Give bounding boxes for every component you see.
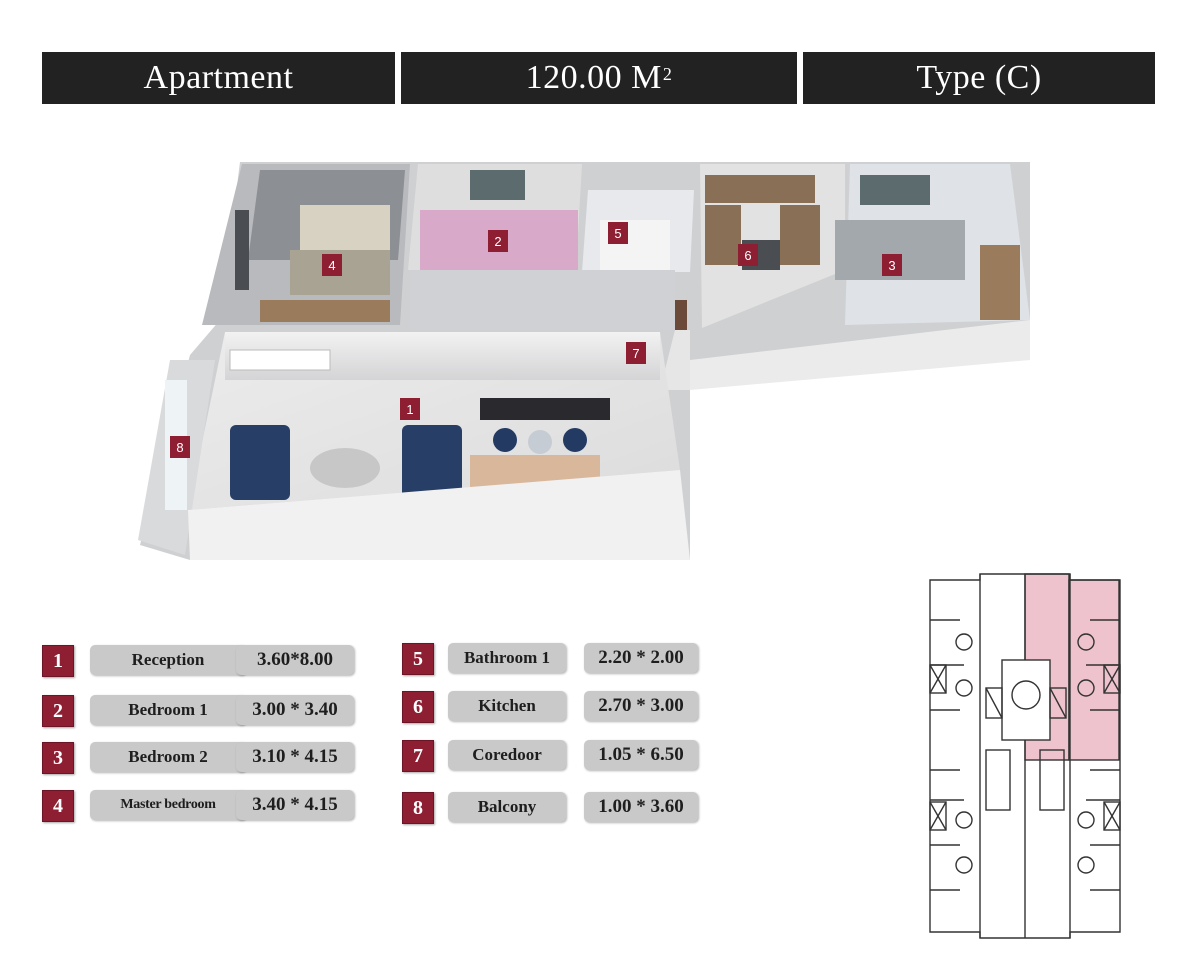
legend-room-name: Coredoor xyxy=(448,740,566,770)
plan-marker-5: 5 xyxy=(608,222,628,244)
type-label: Type (C) xyxy=(916,59,1042,96)
legend-number: 7 xyxy=(402,740,434,772)
legend-number: 8 xyxy=(402,792,434,824)
svg-text:5: 5 xyxy=(614,226,621,241)
legend-room-size: 1.00 * 3.60 xyxy=(584,792,698,822)
legend-number: 2 xyxy=(42,695,74,727)
plan-marker-6: 6 xyxy=(738,244,758,266)
legend-room-name: Reception xyxy=(90,645,246,675)
legend-room-size: 3.60*8.00 xyxy=(236,645,354,675)
type-header: Type (C) xyxy=(803,52,1155,104)
legend-room-size: 2.20 * 2.00 xyxy=(584,643,698,673)
key-plan xyxy=(929,573,1121,939)
legend-room-name: Bedroom 1 xyxy=(90,695,246,725)
plan-marker-7: 7 xyxy=(626,342,646,364)
apartment-label: Apartment xyxy=(143,59,294,96)
area-value: 120.00 M xyxy=(525,59,662,96)
legend-room-size: 3.40 * 4.15 xyxy=(236,790,354,820)
plan-marker-1: 1 xyxy=(400,398,420,420)
legend-room-size: 3.00 * 3.40 xyxy=(236,695,354,725)
svg-text:6: 6 xyxy=(744,248,751,263)
legend-room-size: 3.10 * 4.15 xyxy=(236,742,354,772)
apartment-header: Apartment xyxy=(42,52,395,104)
plan-marker-2: 2 xyxy=(488,230,508,252)
svg-text:2: 2 xyxy=(494,234,501,249)
legend-number: 1 xyxy=(42,645,74,677)
kitchen xyxy=(700,164,845,328)
svg-text:1: 1 xyxy=(406,402,413,417)
svg-text:3: 3 xyxy=(888,258,895,273)
svg-text:8: 8 xyxy=(176,440,183,455)
legend-room-name: Master bedroom xyxy=(90,790,246,820)
area-unit-superscript: 2 xyxy=(662,63,673,84)
svg-text:7: 7 xyxy=(632,346,639,361)
reception xyxy=(188,332,680,510)
floor-plan-render: 1 2 3 4 5 6 7 8 xyxy=(138,162,1030,560)
legend-room-name: Kitchen xyxy=(448,691,566,721)
legend-room-size: 2.70 * 3.00 xyxy=(584,691,698,721)
plan-marker-4: 4 xyxy=(322,254,342,276)
legend-number: 5 xyxy=(402,643,434,675)
master-bedroom xyxy=(202,164,410,325)
svg-text:4: 4 xyxy=(328,258,335,273)
legend-number: 6 xyxy=(402,691,434,723)
plan-marker-3: 3 xyxy=(882,254,902,276)
legend-room-size: 1.05 * 6.50 xyxy=(584,740,698,770)
legend-room-name: Bathroom 1 xyxy=(448,643,566,673)
legend-number: 4 xyxy=(42,790,74,822)
legend-room-name: Balcony xyxy=(448,792,566,822)
bedroom-2 xyxy=(835,164,1030,325)
legend-number: 3 xyxy=(42,742,74,774)
legend-room-name: Bedroom 2 xyxy=(90,742,246,772)
plan-marker-8: 8 xyxy=(170,436,190,458)
